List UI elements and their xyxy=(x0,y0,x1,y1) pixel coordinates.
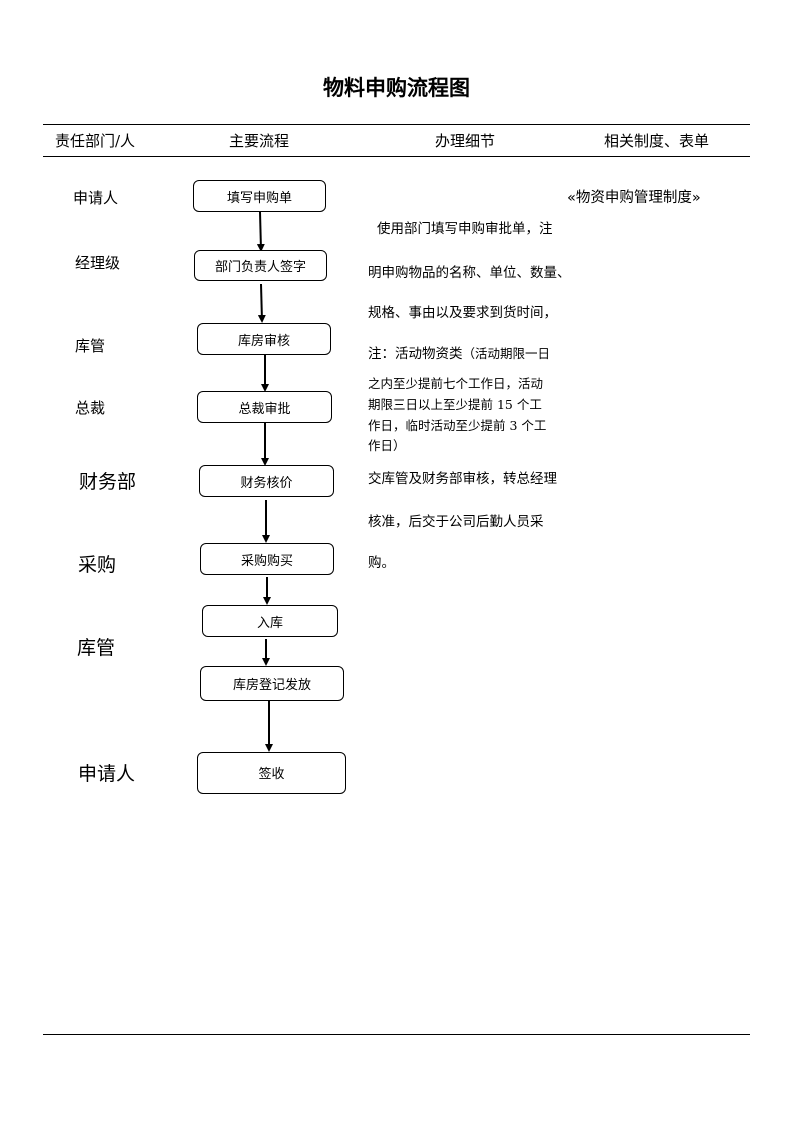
detail-line-4-prefix: 注：活动物资类 xyxy=(368,346,463,362)
step-warehouse-review: 库房审核 xyxy=(197,323,331,355)
role-applicant: 申请人 xyxy=(73,189,119,207)
role-purchasing: 采购 xyxy=(78,554,117,576)
detail-line-5: 之内至少提前七个工作日，活动 xyxy=(368,376,544,391)
detail-line-11: 购。 xyxy=(368,555,395,571)
step-stock-in: 入库 xyxy=(202,605,338,637)
header-bottom-rule xyxy=(43,156,750,157)
arrow-1 xyxy=(256,211,265,252)
header-main-process: 主要流程 xyxy=(229,132,290,150)
step-president-approval: 总裁审批 xyxy=(197,391,332,423)
header-related-forms: 相关制度、表单 xyxy=(604,132,710,150)
role-finance: 财务部 xyxy=(79,471,137,493)
footer-rule xyxy=(43,1034,750,1035)
detail-line-4-suffix: （活动期限一日 xyxy=(462,346,551,361)
detail-line-10: 核准，后交于公司后勤人员采 xyxy=(368,514,544,530)
role-warehouse-keeper: 库管 xyxy=(75,337,106,355)
header-top-rule xyxy=(43,124,750,125)
header-responsible: 责任部门/人 xyxy=(55,132,136,150)
step-dept-head-sign: 部门负责人签字 xyxy=(194,250,327,281)
detail-line-2: 明申购物品的名称、单位、数量、 xyxy=(368,265,571,281)
header-details: 办理细节 xyxy=(435,132,496,150)
step-fill-request-form: 填写申购单 xyxy=(193,180,326,212)
detail-line-9: 交库管及财务部审核，转总经理 xyxy=(368,471,557,487)
detail-line-3: 规格、事由以及要求到货时间， xyxy=(368,305,557,321)
step-sign-receipt: 签收 xyxy=(197,752,346,794)
arrow-2 xyxy=(257,283,266,323)
step-purchase: 采购购买 xyxy=(200,543,334,575)
page-title: 物料申购流程图 xyxy=(323,76,470,100)
role-manager: 经理级 xyxy=(75,254,121,272)
related-policy: «物资申购管理制度» xyxy=(567,190,701,206)
role-warehouse-keeper-2: 库管 xyxy=(77,637,116,659)
step-finance-pricing: 财务核价 xyxy=(199,465,334,497)
detail-line-1: 使用部门填写申购审批单，注 xyxy=(377,221,553,237)
step-register-issue: 库房登记发放 xyxy=(200,666,344,701)
detail-line-8: 作日） xyxy=(368,438,406,453)
detail-line-7: 作日，临时活动至少提前 3 个工 xyxy=(368,418,547,433)
detail-line-4: 注：活动物资类（活动期限一日 xyxy=(368,342,568,362)
detail-line-6: 期限三日以上至少提前 15 个工 xyxy=(368,397,542,412)
role-applicant-2: 申请人 xyxy=(78,763,136,785)
role-president: 总裁 xyxy=(75,399,106,417)
